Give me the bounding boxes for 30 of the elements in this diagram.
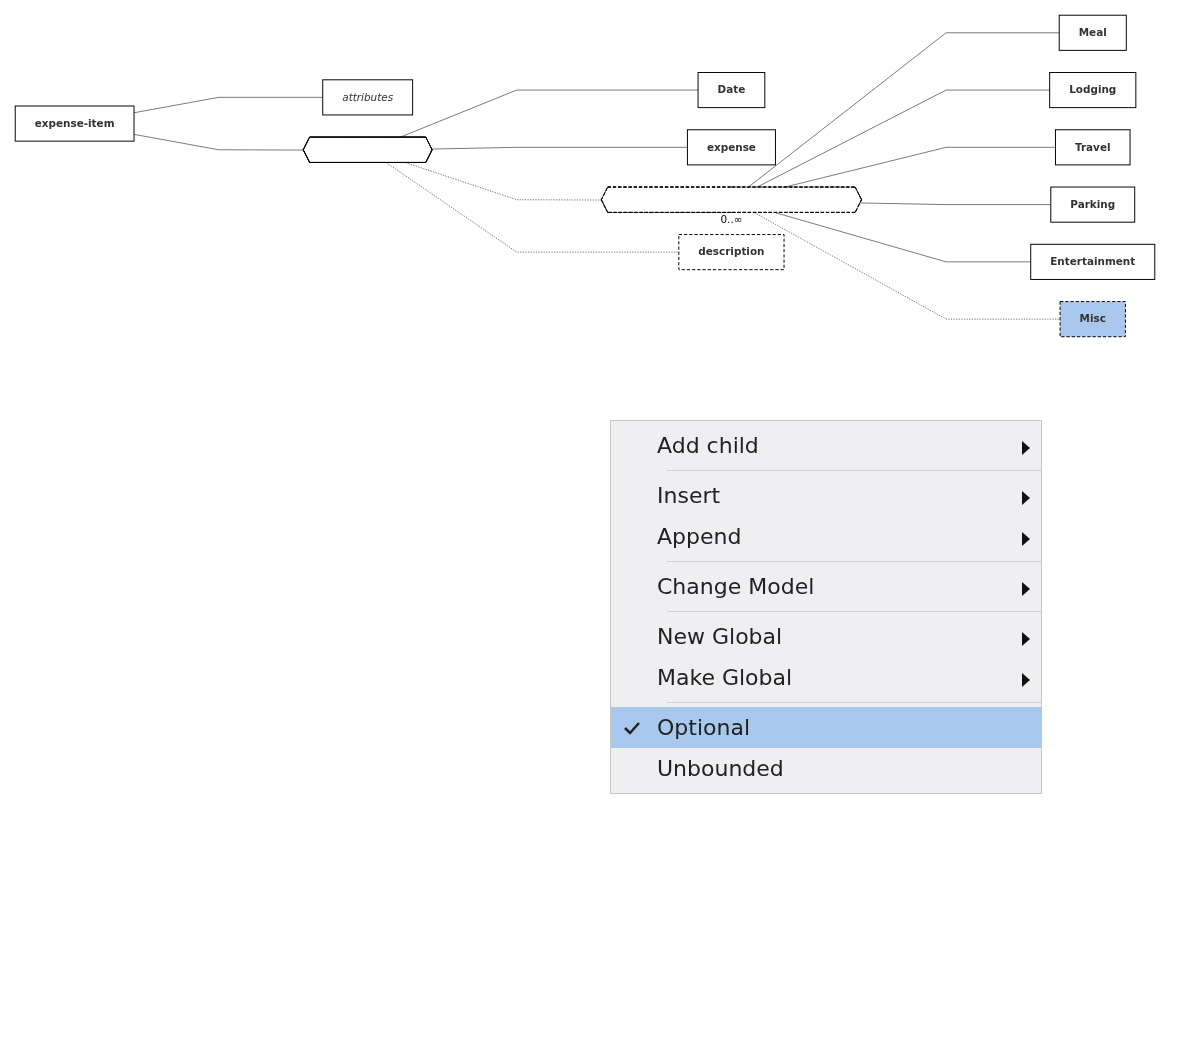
connector xyxy=(431,147,688,150)
menu-item: Add child xyxy=(611,425,1041,466)
menu-item: New Global xyxy=(611,616,1041,657)
menu-item: Unbounded xyxy=(656,755,785,783)
menu-item: Change Model xyxy=(611,566,1041,607)
connector xyxy=(860,202,1052,205)
node-box: Parking xyxy=(1050,186,1136,223)
menu-item: Insert xyxy=(611,475,1041,516)
connector xyxy=(133,134,304,151)
connector xyxy=(747,32,1060,188)
connector xyxy=(756,89,1050,188)
node-box: Misc xyxy=(1059,301,1126,338)
occurrence-label: 0..∞ xyxy=(720,212,743,225)
menu-item: Optional xyxy=(611,707,1041,748)
connector xyxy=(405,162,602,201)
menu-item: Append xyxy=(611,516,1041,557)
node-box: expense xyxy=(686,129,776,166)
node-box: expense-item xyxy=(14,105,135,142)
node-box: Meal xyxy=(1058,14,1127,51)
connector xyxy=(133,97,324,114)
node-box: Date xyxy=(697,72,766,109)
connector xyxy=(386,162,680,253)
node-box: Entertainment xyxy=(1030,243,1156,280)
connector xyxy=(775,212,1032,263)
node-box: attributes xyxy=(322,79,414,116)
menu-item: Make Global xyxy=(611,657,1041,698)
node-box: Travel xyxy=(1054,129,1131,166)
node-box: description xyxy=(678,234,785,271)
connector xyxy=(754,212,1061,320)
node-box: Lodging xyxy=(1049,72,1137,109)
